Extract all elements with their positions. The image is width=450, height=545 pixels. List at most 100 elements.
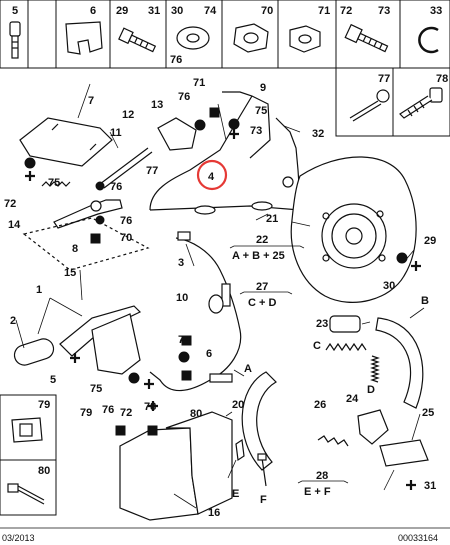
label-79: 79 xyxy=(80,407,92,419)
screw-part-78 xyxy=(399,87,443,119)
right-parts-box xyxy=(335,67,450,137)
square-marker-6 xyxy=(181,370,192,381)
label-70-top: 70 xyxy=(261,5,273,17)
square-marker-78 xyxy=(147,425,158,436)
circle-marker-76-b xyxy=(95,181,105,191)
label-72: 72 xyxy=(4,198,16,210)
label-79-box: 79 xyxy=(38,399,50,411)
label-A: A xyxy=(244,363,252,375)
label-77: 77 xyxy=(146,165,158,177)
nut-part-71 xyxy=(289,25,321,53)
label-71-top: 71 xyxy=(318,5,330,17)
grommet-10 xyxy=(208,294,224,314)
label-6-top: 6 xyxy=(90,5,96,17)
label-2: 2 xyxy=(10,315,16,327)
bolt-part-5 xyxy=(9,21,21,59)
adjuster-26 xyxy=(317,435,349,447)
label-78: 78 xyxy=(144,401,156,413)
brake-shoe-B xyxy=(375,317,424,409)
label-80: 80 xyxy=(190,408,202,420)
label-70: 70 xyxy=(120,232,132,244)
grommet-part-79 xyxy=(11,417,43,443)
label-76-b: 76 xyxy=(110,181,122,193)
cross-marker-31 xyxy=(406,480,416,490)
label-10: 10 xyxy=(176,292,188,304)
panel-16 xyxy=(119,427,199,521)
markers xyxy=(24,107,408,436)
label-5-top: 5 xyxy=(12,5,18,17)
label-75-c: 75 xyxy=(90,383,102,395)
formula-28-expr: E + F xyxy=(304,486,331,498)
backing-plate-21 xyxy=(290,156,417,303)
formula-28: 28 E + F xyxy=(297,470,349,498)
label-75-b: 75 xyxy=(48,177,60,189)
footer-code: 00033164 xyxy=(398,533,438,543)
formula-22-number: 22 xyxy=(256,234,268,246)
pin-E xyxy=(235,438,245,462)
label-73: 73 xyxy=(250,125,262,137)
label-25: 25 xyxy=(422,407,434,419)
circlip-part-33 xyxy=(418,26,439,54)
square-marker-70 xyxy=(90,233,101,244)
leader-lines xyxy=(15,83,425,509)
left-parts-box xyxy=(0,394,57,516)
label-16: 16 xyxy=(208,507,220,519)
label-1: 1 xyxy=(36,284,42,296)
label-30-top: 30 xyxy=(171,5,183,17)
label-6: 6 xyxy=(206,348,212,360)
square-marker-74 xyxy=(181,335,192,346)
label-26: 26 xyxy=(314,399,326,411)
cross-markers xyxy=(25,129,421,490)
label-78-box: 78 xyxy=(436,73,448,85)
label-76-c: 76 xyxy=(120,215,132,227)
square-marker-79 xyxy=(115,425,126,436)
cross-marker-5 xyxy=(70,353,80,363)
top-parts-row xyxy=(0,0,450,69)
label-4-highlight: 4 xyxy=(208,171,215,183)
lever-24 xyxy=(357,409,389,445)
label-F: F xyxy=(260,494,267,506)
label-31-top: 31 xyxy=(148,5,160,17)
top-row-parts xyxy=(9,21,439,59)
label-33-top: 33 xyxy=(430,5,442,17)
circle-marker-30 xyxy=(396,252,408,264)
label-15: 15 xyxy=(64,267,76,279)
formula-27: 27 C + D xyxy=(239,281,293,309)
label-21: 21 xyxy=(266,213,278,225)
label-74-top: 74 xyxy=(204,5,217,17)
label-32: 32 xyxy=(312,128,324,140)
cross-marker-72-left xyxy=(25,171,35,181)
pin-F xyxy=(261,457,267,487)
lever-mount-7 xyxy=(19,117,113,167)
circle-marker-75-b xyxy=(128,372,140,384)
circle-marker-75 xyxy=(228,118,240,130)
cross-marker-78 xyxy=(148,401,158,411)
formula-27-expr: C + D xyxy=(248,297,276,309)
label-24: 24 xyxy=(346,393,359,405)
spring-D xyxy=(370,355,380,383)
label-72-top: 72 xyxy=(340,5,352,17)
circle-marker-76 xyxy=(194,119,206,131)
label-72-b: 72 xyxy=(120,407,132,419)
highlight-circle xyxy=(196,159,228,191)
label-E: E xyxy=(232,488,239,500)
bolt-part-72 xyxy=(344,23,389,53)
cross-marker-29 xyxy=(411,261,421,271)
label-77-box: 77 xyxy=(378,73,390,85)
nut-part-70 xyxy=(233,23,269,53)
circle-marker-75-left xyxy=(24,157,36,169)
pin-part-80 xyxy=(7,483,45,505)
square-marker-71 xyxy=(209,107,220,118)
label-29-top: 29 xyxy=(116,5,128,17)
label-31: 31 xyxy=(424,480,436,492)
top-row-labels: 5 6 29 31 30 74 70 71 72 73 33 76 xyxy=(12,5,442,66)
label-7: 7 xyxy=(88,95,94,107)
highlight-callout[interactable]: 4 xyxy=(196,159,228,191)
washer-part-74 xyxy=(176,26,210,50)
label-30: 30 xyxy=(383,280,395,292)
handbrake-base xyxy=(91,313,141,375)
spring-C xyxy=(325,342,367,352)
label-13: 13 xyxy=(151,99,163,111)
